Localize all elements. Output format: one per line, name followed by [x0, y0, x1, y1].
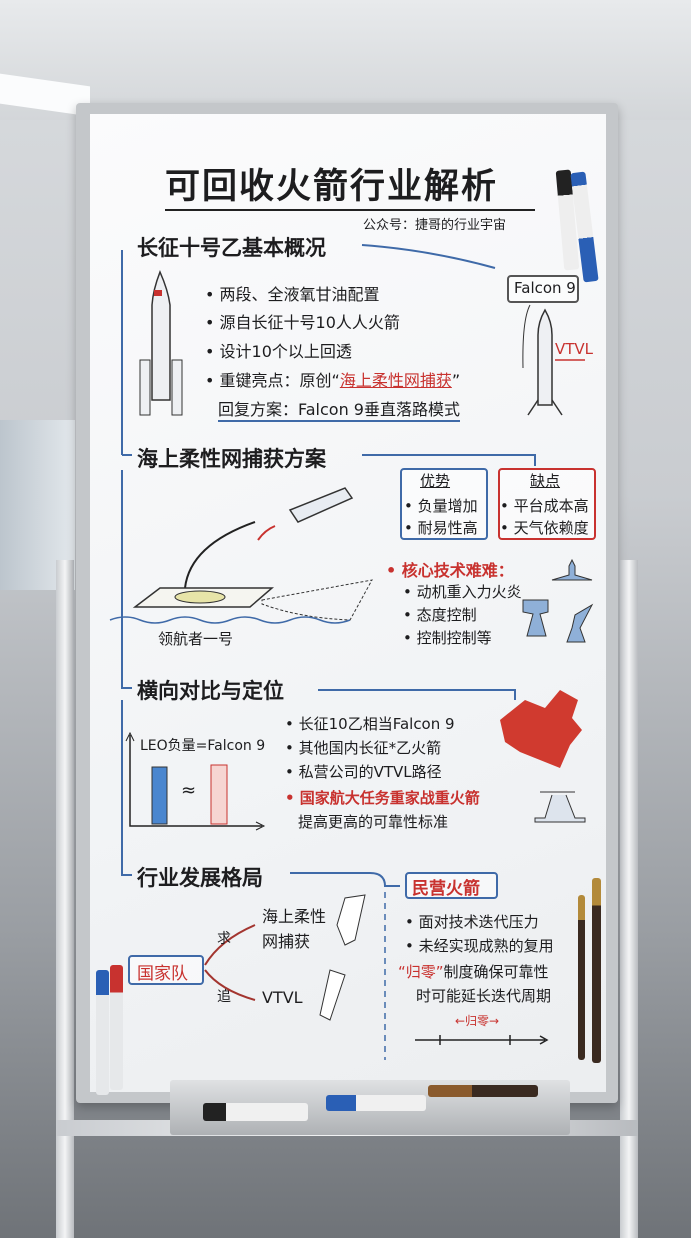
falcon9-rocket-drawing [522, 304, 585, 416]
paintbrush [592, 878, 601, 1063]
private-rocket-box [405, 872, 498, 899]
arrow-to-private [290, 872, 400, 887]
s1-bullet: • 设计10个以上回透 [205, 342, 352, 361]
china-map-drawing [500, 690, 582, 768]
s1-recovery: 回复方案：Falcon 9垂直落路模式 [218, 396, 460, 422]
net-capture-line1: 海上柔性 [262, 907, 327, 926]
s3-red-bullet: • 国家航大任务重家战重火箭 [285, 789, 480, 807]
section-connector [121, 250, 132, 876]
bar-cz10b [151, 766, 168, 825]
core-item: • 态度控制 [403, 606, 477, 624]
office-ceiling [0, 0, 691, 120]
vtvl-label: VTVL [555, 340, 594, 358]
leo-comparison-chart [125, 731, 266, 831]
board-subtitle: 公众号：捷哥的行业宇宙 [363, 218, 507, 233]
section4-heading: 行业发展格局 [137, 866, 263, 890]
national-team-box [128, 955, 204, 985]
approx-sign: ≈ [181, 780, 197, 801]
bar-falcon9 [210, 764, 228, 825]
tray-black-marker[interactable] [203, 1103, 308, 1121]
arrow-to-cons [362, 454, 536, 466]
vtvl-branch-label: VTVL [262, 988, 303, 1007]
private-bullet: • 未经实现成熟的复用 [405, 937, 554, 955]
section2-heading: 海上柔性网捕获方案 [137, 447, 326, 471]
timeline-label: ←归零→ [455, 1014, 500, 1028]
tray-blue-marker[interactable] [326, 1095, 426, 1111]
rocket-sketch-2 [319, 969, 346, 1021]
engine-icons [522, 558, 594, 643]
long-march-rocket-drawing [139, 270, 183, 416]
private-rocket-title: 民营火箭 [412, 879, 480, 899]
stand-leg-right [620, 560, 638, 1238]
arrow-to-falcon [361, 244, 496, 269]
s3-bullet: • 其他国内长征*乙火箭 [285, 739, 442, 757]
blue-marker-left[interactable] [96, 970, 109, 1095]
core-item: • 动机重入力火炎 [403, 583, 522, 601]
launch-pad-icon [534, 791, 586, 823]
pros-box [400, 468, 488, 540]
ship-label: 领航者一号 [158, 630, 234, 648]
red-marker-left[interactable] [110, 965, 123, 1090]
leo-chart-label: LEO负量=Falcon 9 [140, 738, 266, 754]
cons-item: • 天气依赖度 [500, 519, 589, 537]
zero-system: “归零”制度确保可靠性 [398, 961, 549, 982]
section3-heading: 横向对比与定位 [137, 679, 284, 703]
cons-title: 缺点 [530, 472, 561, 490]
highlight-red: 海上柔性网捕获 [339, 371, 452, 390]
falcon9-label: Falcon 9 [514, 279, 576, 297]
seek-label: 求 [217, 931, 231, 947]
paintbrush-small [578, 895, 585, 1060]
s3-bullet: • 私营公司的VTVL路径 [285, 763, 442, 781]
board-title: 可回收火箭行业解析 [165, 167, 499, 207]
s3-bullet: • 长征10乙相当Falcon 9 [285, 715, 455, 733]
s3-red-bullet-cont: 提高更高的可靠性标准 [298, 813, 449, 831]
rocket-sketch-1 [336, 894, 366, 946]
s1-highlight: • 重键亮点：原创“海上柔性网捕获” [205, 367, 460, 391]
zero-quote: “归零” [398, 963, 444, 981]
net-capture-drawing [109, 487, 373, 624]
national-team-label: 国家队 [137, 964, 188, 984]
stand-leg-left [56, 560, 74, 1238]
private-bullet: • 面对技术迭代压力 [405, 913, 539, 931]
section1-heading: 长征十号乙基本概况 [137, 236, 326, 260]
cons-item: • 平台成本高 [500, 497, 589, 515]
cons-box [498, 468, 596, 540]
core-item: • 控制控制等 [403, 629, 492, 647]
chase-label: 追 [217, 989, 231, 1005]
zero-cont: 时可能延长迭代周期 [416, 987, 552, 1005]
pros-title: 优势 [420, 472, 451, 490]
tray-brown-marker[interactable] [428, 1085, 538, 1097]
pros-item: • 负量增加 [404, 497, 478, 515]
highlight-suffix: ” [451, 371, 461, 390]
highlight-prefix: • 重键亮点：原创“ [205, 371, 340, 390]
s1-bullet: • 源自长征十号10人人火箭 [205, 313, 400, 332]
branch-arrows [204, 924, 256, 1001]
arrow-to-map [318, 689, 516, 700]
core-tech-title: • 核心技术难难： [386, 561, 514, 580]
s1-bullet: • 两段、全液氧甘油配置 [205, 285, 380, 304]
pros-item: • 耐易性高 [404, 519, 478, 537]
zero-text: 制度确保可靠性 [443, 963, 549, 981]
iteration-timeline [415, 1035, 549, 1045]
net-capture-line2: 网捕获 [262, 932, 311, 951]
